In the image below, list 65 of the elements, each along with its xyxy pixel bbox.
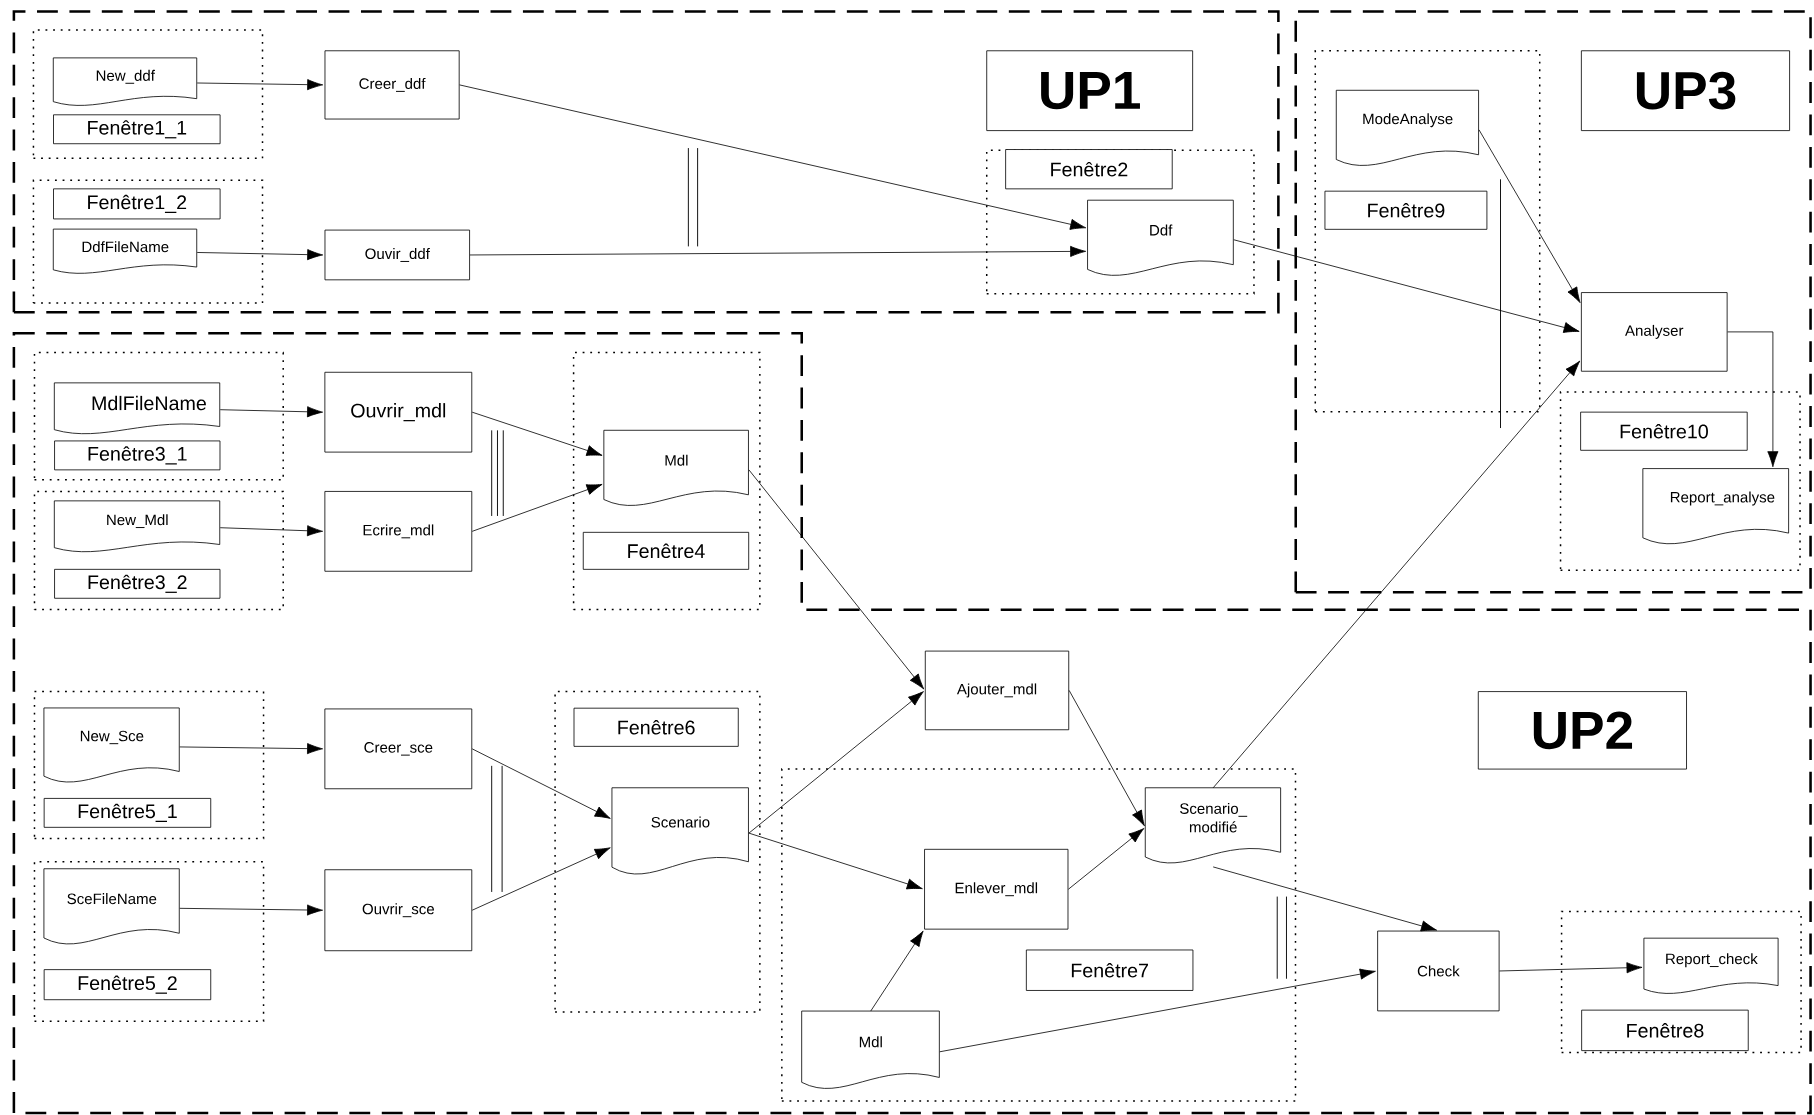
arrow (196, 249, 324, 261)
process-box: Ouvrir_sce (324, 869, 473, 952)
arrow (748, 832, 923, 890)
arrow (1478, 129, 1581, 303)
process-box: Ouvrir_mdl (324, 371, 473, 453)
arrow (469, 245, 1087, 257)
label-box: Fenêtre5_1 (43, 797, 212, 828)
label-box: Fenêtre9 (1324, 190, 1488, 230)
arrow (1212, 866, 1437, 932)
label-box: Fenêtre3_1 (54, 440, 221, 471)
label-box: Fenêtre8 (1581, 1009, 1749, 1051)
window-frame (32, 179, 264, 304)
group-frame (1294, 10, 1812, 594)
arrow (1068, 828, 1145, 890)
window-frame (33, 351, 284, 481)
arrow (1068, 689, 1145, 826)
window-frame (33, 860, 265, 1022)
window-frame (1559, 391, 1801, 571)
arrow (471, 847, 611, 911)
window-frame (33, 490, 284, 611)
arrow (179, 904, 323, 916)
window-frame (572, 351, 761, 611)
arrow (471, 483, 603, 532)
label-box: Fenêtre1_2 (53, 188, 221, 220)
arrow (1499, 962, 1643, 974)
label-box: Fenêtre1_1 (53, 114, 221, 145)
process-box: Analyser (1580, 292, 1728, 372)
process-box: Creer_sce (324, 708, 473, 790)
arrow (870, 930, 924, 1012)
arrow (471, 748, 611, 819)
window-frame (781, 768, 1297, 1102)
window-frame (1560, 910, 1802, 1054)
arrow (219, 525, 323, 537)
window-frame (1314, 49, 1541, 413)
arrow (471, 411, 603, 456)
process-box: Ouvir_ddf (324, 229, 470, 281)
title-box: UP3 (1580, 50, 1790, 131)
arrow (748, 691, 924, 834)
label-box: Fenêtre3_2 (54, 568, 221, 599)
arrow (1727, 331, 1779, 467)
window-frame (554, 690, 761, 1013)
label-box: Fenêtre4 (582, 531, 750, 570)
label-box: Fenêtre5_2 (43, 969, 212, 1000)
process-box: Enlever_mdl (924, 848, 1069, 930)
arrow (219, 406, 323, 418)
arrow (748, 469, 925, 690)
title-box: UP2 (1477, 691, 1687, 770)
label-box: Fenêtre7 (1025, 949, 1194, 991)
arrow (1233, 239, 1580, 333)
window-frame (32, 29, 264, 159)
group-frame (12, 10, 1280, 314)
label-box: Fenêtre6 (573, 707, 739, 747)
arrow (1212, 360, 1581, 789)
process-box: Check (1377, 930, 1500, 1012)
label-box: Fenêtre10 (1580, 411, 1748, 451)
label-box: Fenêtre2 (1005, 149, 1173, 190)
process-box: Ecrire_mdl (324, 490, 473, 572)
window-frame (33, 690, 265, 840)
arrow (459, 84, 1087, 230)
process-box: Creer_ddf (324, 50, 460, 120)
title-box: UP1 (986, 50, 1194, 131)
arrow (179, 743, 323, 755)
arrow (939, 968, 1376, 1053)
process-box: Ajouter_mdl (924, 650, 1070, 731)
arrow (196, 79, 324, 91)
